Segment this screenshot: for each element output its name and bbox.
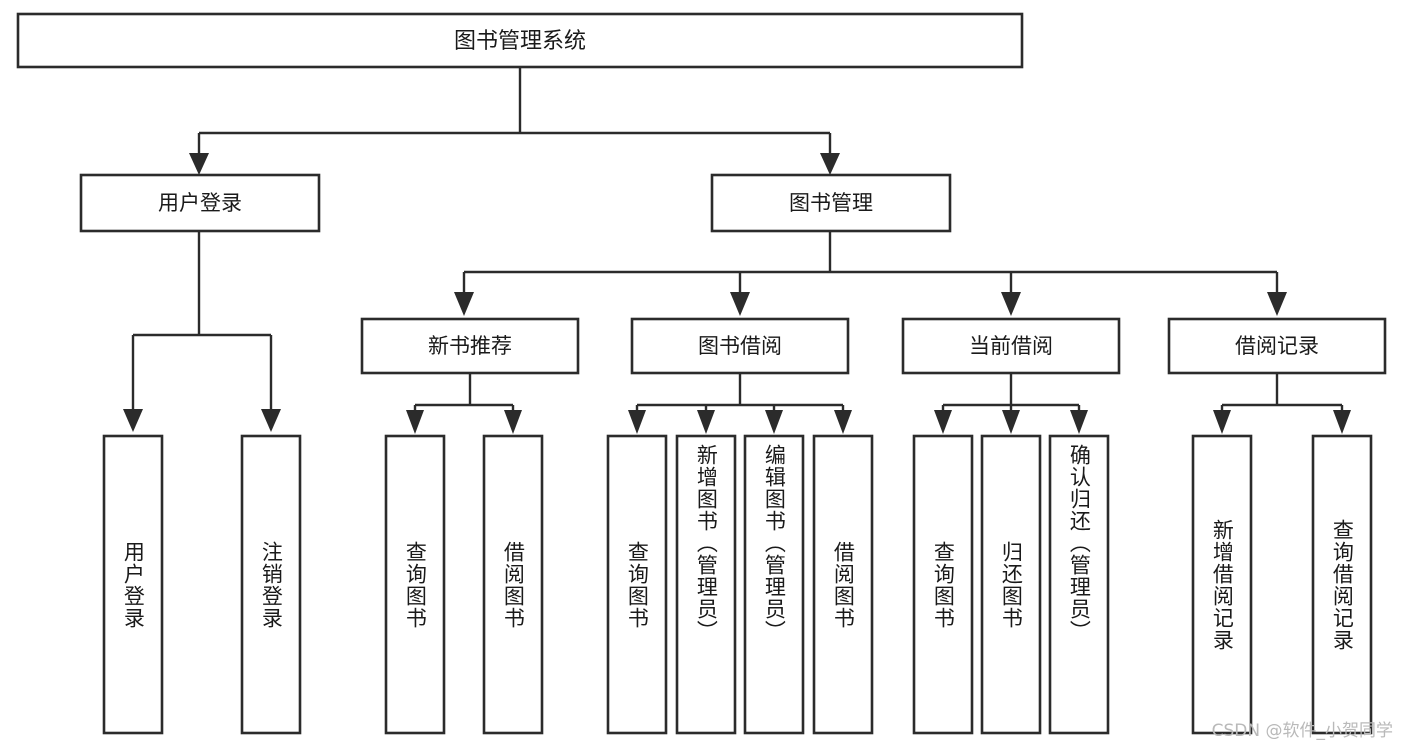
- leaf-box-confirm-return-admin[interactable]: [1048, 434, 1110, 735]
- leaf-box-query-book-newbook[interactable]: [384, 434, 446, 735]
- arrowhead-icon: [628, 410, 646, 434]
- node-user-login-box[interactable]: [79, 173, 321, 233]
- arrowhead-icon: [1213, 410, 1231, 434]
- node-root-label: 图书管理系统: [454, 29, 586, 54]
- arrowhead-icon: [1070, 410, 1088, 434]
- arrowhead-icon: [1267, 292, 1287, 316]
- leaf-box-user-login[interactable]: [102, 434, 164, 735]
- arrowhead-layer: [123, 153, 1351, 434]
- arrowhead-icon: [730, 292, 750, 316]
- node-borrow-record-label: 借阅记录: [1235, 334, 1319, 358]
- node-root-box[interactable]: [16, 12, 1024, 69]
- arrowhead-icon: [934, 410, 952, 434]
- node-user-login-label: 用户登录: [158, 191, 242, 215]
- leaf-box-logout[interactable]: [240, 434, 302, 735]
- arrowhead-icon: [189, 153, 209, 175]
- arrowhead-icon: [834, 410, 852, 434]
- arrowhead-icon: [123, 409, 143, 432]
- leaf-box-query-book-borrow[interactable]: [606, 434, 668, 735]
- node-borrow-record-box[interactable]: [1167, 317, 1387, 375]
- node-book-management-box[interactable]: [710, 173, 952, 233]
- arrowhead-icon: [765, 410, 783, 434]
- leaf-box-borrow-book-newbook[interactable]: [482, 434, 544, 735]
- node-book-borrow-box[interactable]: [630, 317, 850, 375]
- arrowhead-icon: [454, 292, 474, 316]
- node-current-borrow-box[interactable]: [901, 317, 1121, 375]
- arrowhead-icon: [504, 410, 522, 434]
- leaf-box-add-book-admin[interactable]: [675, 434, 737, 735]
- leaf-box-return-book[interactable]: [980, 434, 1042, 735]
- leaf-box-borrow-book[interactable]: [812, 434, 874, 735]
- node-book-management-label: 图书管理: [789, 191, 873, 215]
- arrowhead-icon: [1002, 410, 1020, 434]
- arrowhead-icon: [1001, 292, 1021, 316]
- arrowhead-icon: [1333, 410, 1351, 434]
- arrowhead-icon: [820, 153, 840, 175]
- arrowhead-icon: [406, 410, 424, 434]
- leaf-box-add-borrow-record[interactable]: [1191, 434, 1253, 735]
- arrowhead-icon: [697, 410, 715, 434]
- leaf-box-edit-book-admin[interactable]: [743, 434, 805, 735]
- leaf-box-query-book-current[interactable]: [912, 434, 974, 735]
- leaf-box-query-borrow-record[interactable]: [1311, 434, 1373, 735]
- arrowhead-icon: [261, 409, 281, 432]
- node-layer: 图书管理系统 用户登录 图书管理 新书推荐 图书借阅 当前借阅 借阅记录: [16, 12, 1387, 735]
- node-book-borrow-label: 图书借阅: [698, 334, 782, 358]
- node-new-book-recommend-label: 新书推荐: [428, 334, 512, 358]
- node-current-borrow-label: 当前借阅: [969, 334, 1053, 358]
- node-new-book-recommend-box[interactable]: [360, 317, 580, 375]
